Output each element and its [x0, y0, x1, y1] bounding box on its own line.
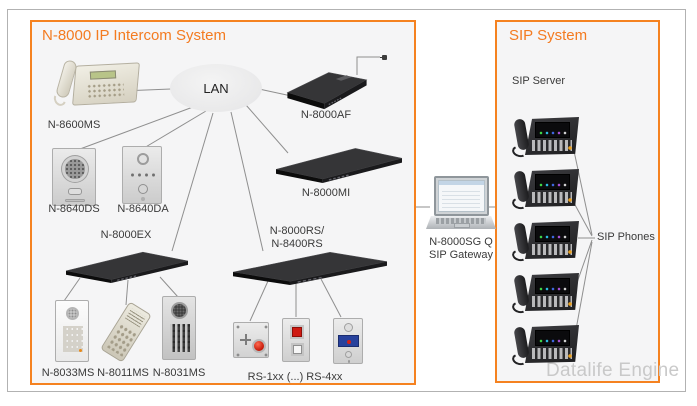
watermark: Datalife Engine — [546, 360, 680, 381]
intercom-body — [100, 301, 152, 363]
call-button — [138, 184, 148, 194]
gateway-software-window — [438, 180, 485, 212]
n8000sg-gateway-device — [426, 176, 496, 232]
n8000rs-device — [233, 252, 387, 285]
phone-keypad — [86, 82, 125, 100]
n8000af-label: N-8000AF — [300, 109, 352, 121]
sip-phone-5 — [510, 322, 582, 367]
gateway-label-line1: N-8000SG Q — [429, 236, 493, 248]
n8000ex-device — [66, 251, 188, 283]
keypad — [170, 324, 190, 352]
keypad — [106, 322, 138, 357]
sip-phone-4 — [510, 270, 582, 315]
n8033ms-device — [55, 300, 89, 362]
phone-body — [525, 273, 579, 311]
sip-box-title: SIP System — [509, 27, 588, 44]
red-button — [292, 327, 302, 337]
sip-server-label: SIP Server — [512, 75, 565, 87]
n8000mi-label: N-8000MI — [301, 187, 351, 199]
sip-phones-label: SIP Phones — [597, 231, 655, 243]
mic-hole — [141, 197, 145, 201]
sip-phone-1 — [510, 114, 582, 159]
speaker-grille-icon — [125, 308, 146, 328]
n8000rs-label-line1: N-8000RS/ — [269, 225, 325, 237]
n8011ms-device — [97, 301, 155, 363]
rs-range-label: RS-1xx (...) RS-4xx — [247, 371, 343, 383]
emergency-button — [252, 339, 266, 353]
gateway-label: N-8000SG Q SIP Gateway — [422, 236, 500, 262]
phone-body — [525, 117, 579, 155]
n8011ms-label: N-8011MS — [97, 367, 149, 379]
status-led — [79, 349, 82, 352]
n8033ms-label: N-8033MS — [41, 367, 95, 379]
laptop-keyboard — [426, 216, 496, 229]
camera-icon — [137, 153, 149, 165]
label-display — [338, 335, 359, 347]
speaker-icon — [66, 307, 79, 320]
n8600ms-label: N-8600MS — [47, 119, 101, 131]
lan-cloud: LAN — [170, 64, 262, 112]
n8000mi-device — [276, 148, 402, 183]
phone-body — [525, 325, 579, 363]
mic-hole — [347, 360, 350, 363]
n8640da-label: N-8640DA — [117, 203, 169, 215]
n8640ds-label: N-8640DS — [48, 203, 100, 215]
n8640da-device — [122, 146, 162, 204]
n8000-box-title: N-8000 IP Intercom System — [42, 27, 226, 44]
keypad — [63, 326, 83, 352]
sensor-ring — [344, 323, 353, 332]
rs-plate-buttons — [282, 318, 310, 362]
n8000af-device — [286, 72, 368, 110]
speaker-grille-icon — [62, 156, 88, 182]
speaker-icon — [171, 302, 188, 319]
laptop-screen — [434, 176, 489, 216]
n8000ex-label: N-8000EX — [100, 229, 152, 241]
n8031ms-label: N-8031MS — [152, 367, 206, 379]
n8600ms-device — [50, 56, 142, 108]
rs-plate-display — [333, 318, 363, 364]
n8000rs-label: N-8000RS/ N-8400RS — [257, 225, 337, 251]
phone-body — [525, 221, 579, 259]
phone-display — [89, 70, 117, 80]
call-button — [68, 188, 82, 195]
sip-phone-2 — [510, 166, 582, 211]
arrows-icon — [240, 334, 251, 345]
n8031ms-device — [162, 296, 196, 360]
output-terminal-icon — [380, 54, 388, 61]
speaker-hole — [345, 351, 352, 358]
white-button — [292, 345, 302, 354]
name-slot — [65, 199, 85, 202]
pictogram-icons — [129, 171, 157, 179]
n8000rs-label-line2: N-8400RS — [271, 238, 323, 250]
rs-plate-emergency — [233, 322, 269, 358]
phone-body — [525, 169, 579, 207]
sip-phone-3 — [510, 218, 582, 263]
gateway-label-line2: SIP Gateway — [429, 249, 493, 261]
n8640ds-device — [52, 148, 96, 206]
